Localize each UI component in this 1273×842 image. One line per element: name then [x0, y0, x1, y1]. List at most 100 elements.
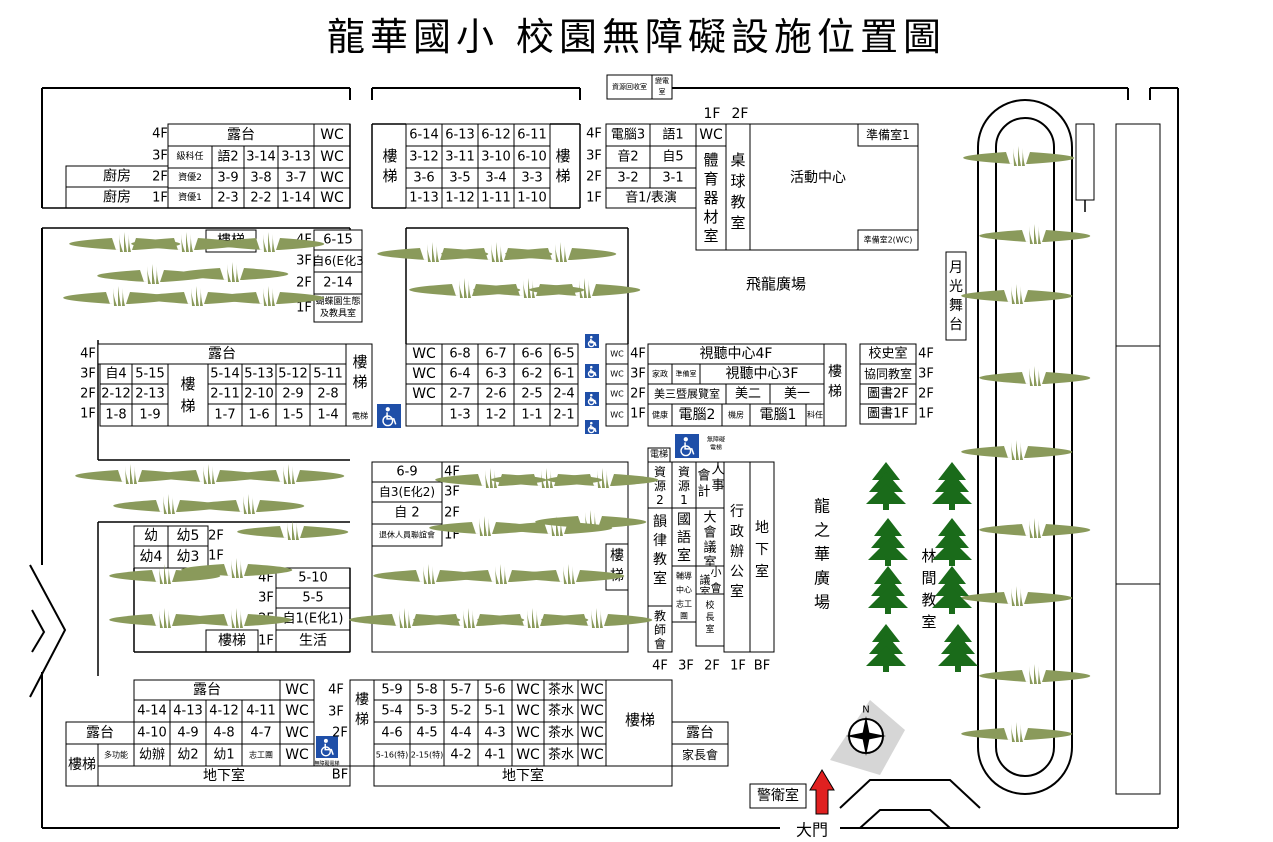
- grass-icon: [541, 608, 653, 628]
- meeting-room-label: 議: [703, 541, 716, 556]
- room-label: 5-7: [450, 683, 471, 698]
- room-label: 生活: [299, 633, 327, 649]
- room-label: 健康: [652, 410, 668, 420]
- road-curb: [839, 779, 981, 809]
- admin-label: 公: [730, 564, 744, 580]
- room-label: 多功能: [104, 750, 128, 760]
- room-label: 5-16(特): [376, 750, 408, 760]
- room-label: 4-9: [177, 726, 198, 741]
- accessible-icon-head: [590, 335, 593, 339]
- resource-label: 資: [678, 465, 690, 479]
- room-label: 6-10: [517, 150, 547, 165]
- grass-icon: [181, 558, 293, 578]
- room-label: 5-4: [381, 704, 402, 719]
- guard-room: [749, 783, 807, 809]
- floor-label: 1F: [586, 191, 602, 206]
- terrace-label: 露台: [86, 725, 114, 741]
- room-label: 事: [711, 479, 724, 494]
- room-label: 中心: [676, 585, 692, 595]
- room-label: 視聽中心4F: [700, 346, 773, 362]
- room-label: 輔導: [676, 571, 692, 581]
- room-label: 3-11: [445, 150, 475, 165]
- stairs: [823, 343, 847, 427]
- room-label: 3-8: [250, 171, 271, 186]
- grass-icon: [505, 242, 617, 262]
- pine-tree-icon: [868, 518, 908, 566]
- room-label: 4-11: [246, 704, 276, 719]
- wc-label: WC: [699, 127, 723, 143]
- room-label: 3-9: [217, 171, 238, 186]
- moonlight-stage-label: 舞: [949, 298, 963, 314]
- wc-label: WC: [412, 346, 436, 362]
- floor-label: 1F: [296, 301, 312, 316]
- floor-label: 4F: [328, 683, 344, 698]
- room-label: 茶水: [548, 725, 574, 741]
- accessible-icon-head: [323, 738, 328, 743]
- pine-tree-icon: [932, 518, 972, 566]
- room-label: 會: [711, 581, 722, 595]
- room-label: 家政: [652, 369, 668, 379]
- floor-label: 2F: [208, 529, 224, 544]
- accessible-icon-wheel: [587, 340, 595, 348]
- floor-label: 1F: [80, 407, 96, 422]
- room-label: 3-12: [409, 150, 439, 165]
- resource-label: 1: [680, 493, 688, 507]
- floor-label: 3F: [444, 485, 460, 500]
- room-label: 6-2: [521, 367, 542, 382]
- principal-room-label: 校: [705, 599, 714, 611]
- room-label: 6-3: [485, 367, 506, 382]
- accessible-icon-head: [590, 365, 593, 369]
- wc-label: WC: [285, 682, 309, 698]
- feilong-plaza-label: 飛龍廣場: [746, 275, 806, 293]
- wc-label: WC: [516, 703, 540, 719]
- entrance-chevron: [29, 564, 67, 698]
- room-label: 會: [697, 469, 710, 484]
- stairs: [65, 743, 99, 787]
- accessible-icon-wheel: [382, 415, 394, 427]
- room-label: 1-10: [517, 191, 547, 206]
- elevator-label: 電梯: [650, 448, 668, 460]
- pingpong-room-label: 桌: [730, 151, 745, 169]
- accessible-icon-head: [385, 407, 390, 412]
- road-curb: [859, 809, 951, 829]
- music-room-label: 室: [653, 570, 667, 587]
- admin-label: 室: [730, 583, 744, 600]
- stairs: [167, 363, 209, 427]
- room-label: 2-13: [135, 387, 165, 402]
- room-label: 4-7: [250, 726, 271, 741]
- prep-room-label: 準備室1: [866, 127, 910, 142]
- room-label: 音2: [617, 149, 638, 165]
- room-label: 4-2: [450, 748, 471, 763]
- room-label: 茶水: [548, 747, 574, 763]
- teachers-room: [647, 605, 673, 653]
- room-label: 2-10: [244, 387, 274, 402]
- moonlight-stage-label: 月: [949, 260, 963, 276]
- stairs-label: 樓梯: [218, 633, 246, 649]
- room-label: 1-1: [521, 408, 542, 423]
- forest-classroom-label: 教: [921, 591, 936, 609]
- floor-label: 2F: [152, 170, 168, 185]
- room-label: 電腦3: [611, 128, 645, 143]
- mandarin-room-label: 國: [677, 512, 691, 528]
- floor-label: 1F: [152, 191, 168, 206]
- room-label: 茶水: [548, 703, 574, 719]
- room-label: 5-12: [278, 367, 308, 382]
- entrance-chevron-small: [31, 609, 46, 653]
- stairs-label: 梯: [828, 384, 842, 400]
- teachers-label: 師: [654, 623, 666, 637]
- room-label: 3-14: [246, 150, 276, 165]
- stairs: [605, 679, 673, 767]
- resource-label: 資: [654, 465, 666, 479]
- floor-label: 4F: [152, 127, 168, 142]
- grass-icon: [979, 366, 1091, 386]
- room-label: 級科任: [176, 150, 203, 162]
- accessible-elevator-label: 電梯: [710, 444, 722, 452]
- room-label: 校史室: [868, 346, 907, 362]
- room-label: 自5: [662, 150, 683, 165]
- room-label: 2-2: [250, 191, 271, 206]
- track-structure: [1075, 123, 1095, 201]
- kitchen-label: 廚房: [103, 189, 131, 206]
- room-label: 茶水: [548, 682, 574, 698]
- moonlight-stage-label: 光: [949, 279, 963, 295]
